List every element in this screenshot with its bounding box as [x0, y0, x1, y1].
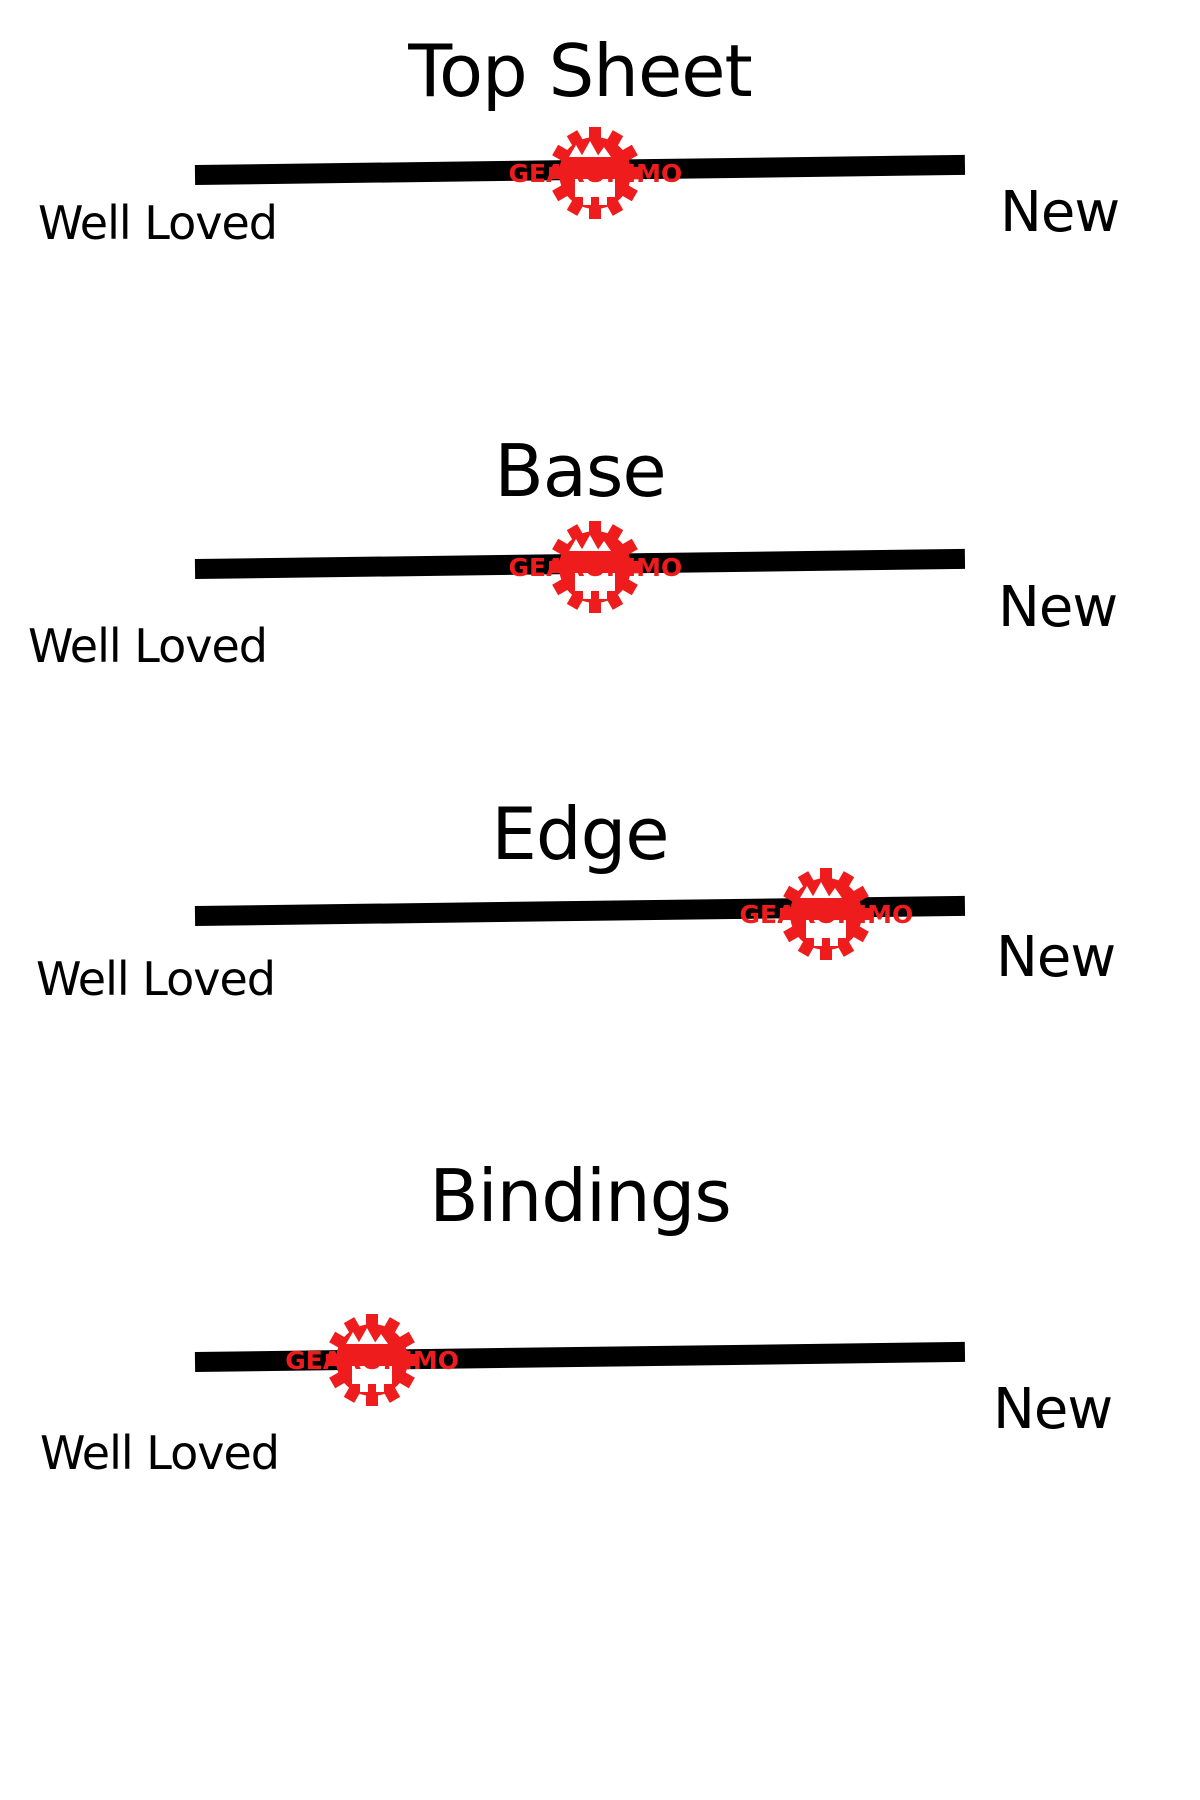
scale-title: Bindings: [429, 1154, 732, 1238]
left-label: Well Loved: [38, 196, 278, 250]
left-label: Well Loved: [36, 952, 276, 1006]
brand-watermark-text: GEARONIMO: [508, 159, 683, 188]
right-label: New: [998, 575, 1118, 640]
right-label: New: [993, 1377, 1113, 1442]
rating-marker: GEARONIMO: [495, 517, 695, 617]
left-label: Well Loved: [28, 619, 268, 673]
left-label: Well Loved: [40, 1426, 280, 1480]
scale-title: Top Sheet: [408, 29, 753, 113]
rating-scale-edge: Edge Well Loved New GEARONIMO: [0, 798, 1200, 1098]
scale-title: Edge: [491, 792, 669, 876]
rating-marker: GEARONIMO: [726, 864, 926, 964]
rating-marker: GEARONIMO: [495, 123, 695, 223]
rating-scale-bindings: Bindings Well Loved New GEARONIMO: [0, 1154, 1200, 1476]
scale-title: Base: [494, 429, 666, 513]
rating-scale-base: Base Well Loved New GEARONIMO: [0, 435, 1200, 735]
brand-watermark-text: GEARONIMO: [739, 900, 914, 929]
right-label: New: [1000, 180, 1120, 245]
brand-watermark-text: GEARONIMO: [508, 553, 683, 582]
rating-scale-top-sheet: Top Sheet Well Loved New GEARONIMO: [0, 35, 1200, 335]
rating-marker: GEARONIMO: [272, 1310, 472, 1410]
brand-watermark-text: GEARONIMO: [285, 1346, 459, 1375]
right-label: New: [996, 925, 1116, 990]
